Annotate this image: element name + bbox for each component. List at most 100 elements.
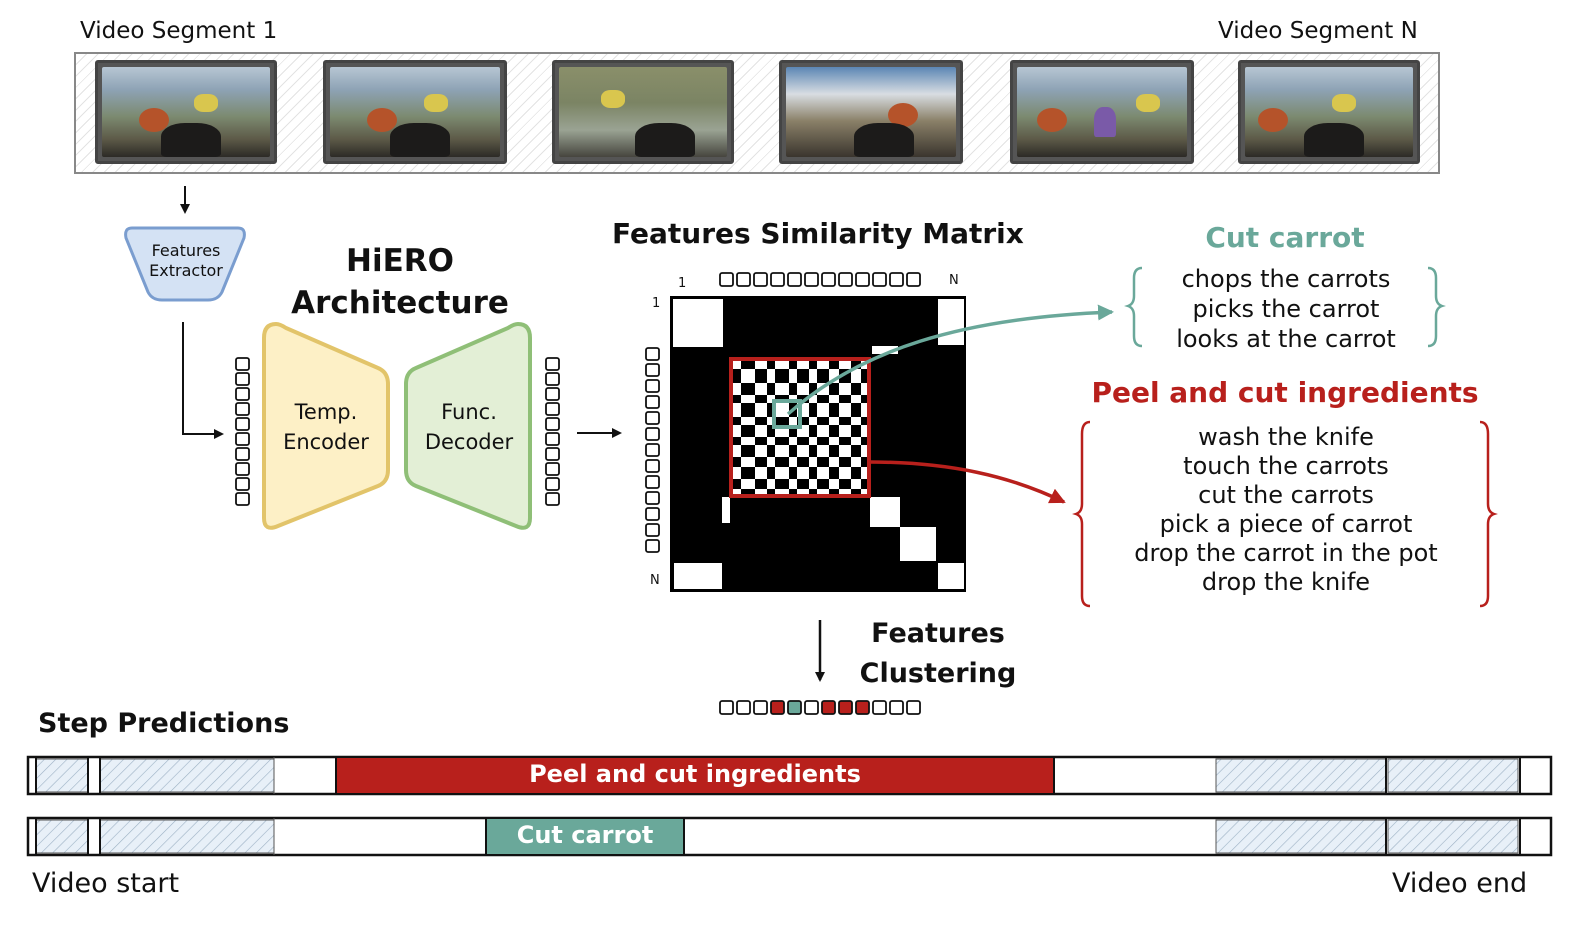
matrix-checker-cell xyxy=(817,437,829,445)
matrix-highlight-cut xyxy=(772,399,802,429)
clustering-line2: Clustering xyxy=(859,658,1017,689)
video-frame xyxy=(1010,60,1194,164)
decoder-line1: Func. xyxy=(441,400,497,424)
matrix-checker-cell xyxy=(797,457,809,467)
matrix-checker-cell xyxy=(809,359,817,369)
matrix-checker-cell xyxy=(829,425,839,437)
arrow-extractor-to-tokens xyxy=(182,322,224,439)
matrix-checker-cell xyxy=(767,383,775,395)
matrix-checker-cell xyxy=(767,489,775,497)
matrix-checker-cell xyxy=(861,417,869,425)
matrix-highlight-peel xyxy=(729,357,871,498)
matrix-checker-cell xyxy=(809,467,817,479)
matrix-checker-cell xyxy=(829,359,839,369)
matrix-checker-cell xyxy=(741,403,755,417)
video-frame xyxy=(552,60,734,164)
matrix-checker-cell xyxy=(767,445,775,457)
features-extractor-shape xyxy=(124,226,246,302)
video-frame xyxy=(779,60,963,164)
token-column-output xyxy=(545,357,560,506)
matrix-checker-cell xyxy=(829,467,839,479)
token-column-matrix-left xyxy=(645,347,660,553)
matrix-checker-cell xyxy=(731,437,741,445)
peel-right-brace xyxy=(1479,420,1498,608)
matrix-checker-cell xyxy=(851,467,861,479)
temporal-encoder-label: Temp. Encoder xyxy=(264,397,388,457)
cut-carrot-action: looks at the carrot xyxy=(1176,325,1396,353)
matrix-checker-cell xyxy=(755,369,767,383)
video-end-label: Video end xyxy=(1392,868,1528,899)
matrix-checker-cell xyxy=(851,425,861,437)
encoder-line1: Temp. xyxy=(294,400,358,424)
matrix-checker-cell xyxy=(731,395,741,403)
matrix-checker-cell xyxy=(741,359,755,369)
matrix-checker-cell xyxy=(741,383,755,395)
cut-carrot-actions: chops the carrots picks the carrot looks… xyxy=(1136,264,1436,354)
similarity-matrix-title: Features Similarity Matrix xyxy=(612,217,1024,250)
matrix-checker-cell xyxy=(731,417,741,425)
features-extractor-line1: Features xyxy=(151,241,221,260)
matrix-checker-cell xyxy=(767,467,775,479)
peel-left-brace xyxy=(1072,420,1091,608)
matrix-checker-cell xyxy=(851,489,861,497)
matrix-index-left-start: 1 xyxy=(652,296,661,311)
matrix-index-left-end: N xyxy=(650,573,660,588)
peel-action: pick a piece of carrot xyxy=(1159,510,1413,538)
cut-carrot-segment xyxy=(485,817,685,856)
matrix-checker-cell xyxy=(755,395,767,403)
matrix-checker-cell xyxy=(809,425,817,437)
matrix-checker-cell xyxy=(861,437,869,445)
peel-action: cut the carrots xyxy=(1198,481,1374,509)
matrix-checker-cell xyxy=(741,445,755,457)
matrix-checker-cell xyxy=(767,403,775,417)
matrix-checker-cell xyxy=(851,359,861,369)
video-strip xyxy=(74,52,1440,174)
features-clustering-label: Features Clustering xyxy=(846,614,1030,694)
matrix-checker-cell xyxy=(741,489,755,497)
clustering-line1: Features xyxy=(871,618,1005,649)
matrix-checker-cell xyxy=(817,395,829,403)
architecture-title-line2: Architecture xyxy=(291,285,509,321)
features-extractor-line2: Extractor xyxy=(149,261,223,280)
encoder-line2: Encoder xyxy=(283,430,369,454)
matrix-checker-cell xyxy=(839,437,851,445)
architecture-title-line1: HiERO xyxy=(346,243,454,279)
matrix-checker-cell xyxy=(797,437,809,445)
matrix-checker-cell xyxy=(755,417,767,425)
matrix-index-top-end: N xyxy=(949,273,959,288)
peel-action: touch the carrots xyxy=(1183,452,1389,480)
matrix-checker-cell xyxy=(809,445,817,457)
matrix-checker-cell xyxy=(789,467,797,479)
video-frame xyxy=(95,60,277,164)
matrix-checker-cell xyxy=(851,403,861,417)
matrix-checker-cell xyxy=(741,467,755,479)
peel-action: drop the carrot in the pot xyxy=(1134,539,1438,567)
matrix-checker-cell xyxy=(839,479,851,489)
matrix-checker-cell xyxy=(839,457,851,467)
matrix-checker-cell xyxy=(789,383,797,395)
matrix-checker-cell xyxy=(861,369,869,383)
video-frame xyxy=(1238,60,1420,164)
cut-carrot-action: chops the carrots xyxy=(1181,265,1391,293)
cut-carrot-action: picks the carrot xyxy=(1192,295,1380,323)
matrix-checker-cell xyxy=(797,369,809,383)
matrix-checker-cell xyxy=(861,479,869,489)
functional-decoder-shape xyxy=(404,321,532,530)
matrix-checker-cell xyxy=(741,425,755,437)
peel-actions: wash the knife touch the carrots cut the… xyxy=(1086,423,1486,597)
cut-carrot-title: Cut carrot xyxy=(1205,221,1365,254)
matrix-checker-cell xyxy=(829,383,839,395)
matrix-checker-cell xyxy=(731,369,741,383)
matrix-checker-cell xyxy=(775,369,789,383)
architecture-title: HiERO Architecture xyxy=(280,240,520,324)
step-predictions-title: Step Predictions xyxy=(38,708,290,739)
token-row-matrix-top xyxy=(719,272,921,287)
arrow-cut-carrot xyxy=(786,304,1114,416)
matrix-checker-cell xyxy=(809,383,817,395)
matrix-checker-cell xyxy=(755,437,767,445)
peel-title: Peel and cut ingredients xyxy=(1091,376,1479,409)
token-column-input xyxy=(235,357,250,506)
matrix-checker-cell xyxy=(767,425,775,437)
matrix-checker-cell xyxy=(775,457,789,467)
